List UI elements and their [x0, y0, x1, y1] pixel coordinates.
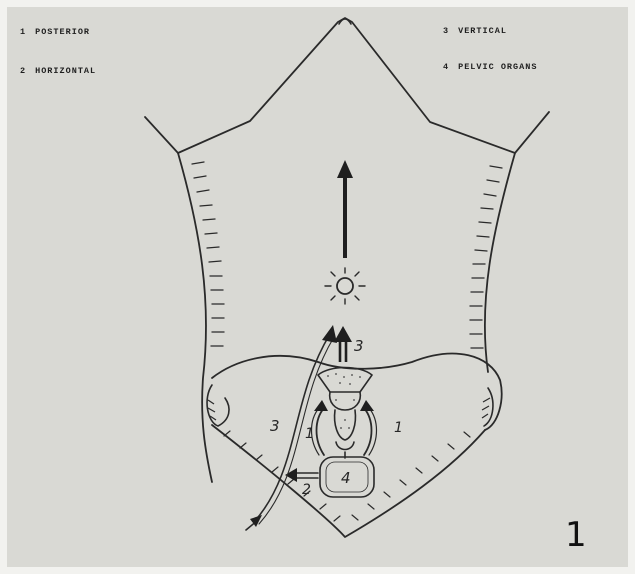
costal-margin-outline	[145, 18, 549, 153]
route-label-vertical-outer: 3	[270, 417, 280, 435]
horizontal-arrow-icon	[285, 468, 318, 482]
vertical-arrow-icon	[334, 326, 352, 362]
organ-label: 4	[341, 469, 351, 487]
right-flank-hatching	[470, 166, 502, 348]
left-iliac-wing	[207, 385, 229, 426]
left-flank-hatching	[192, 162, 224, 346]
route-label-posterior-right: 1	[394, 420, 403, 436]
route-label-posterior-left: 1	[305, 426, 314, 442]
right-iliac-wing	[484, 388, 493, 426]
upward-arrow-icon	[337, 160, 353, 258]
route-label-horizontal: 2	[302, 482, 311, 498]
figure-number: 1	[565, 515, 587, 555]
route-label-vertical-inner: 3	[354, 337, 364, 355]
umbilicus-icon	[325, 268, 365, 304]
right-flank-outline	[485, 153, 515, 372]
posterior-arrows-icon	[312, 408, 377, 455]
left-flank-outline	[178, 153, 212, 482]
